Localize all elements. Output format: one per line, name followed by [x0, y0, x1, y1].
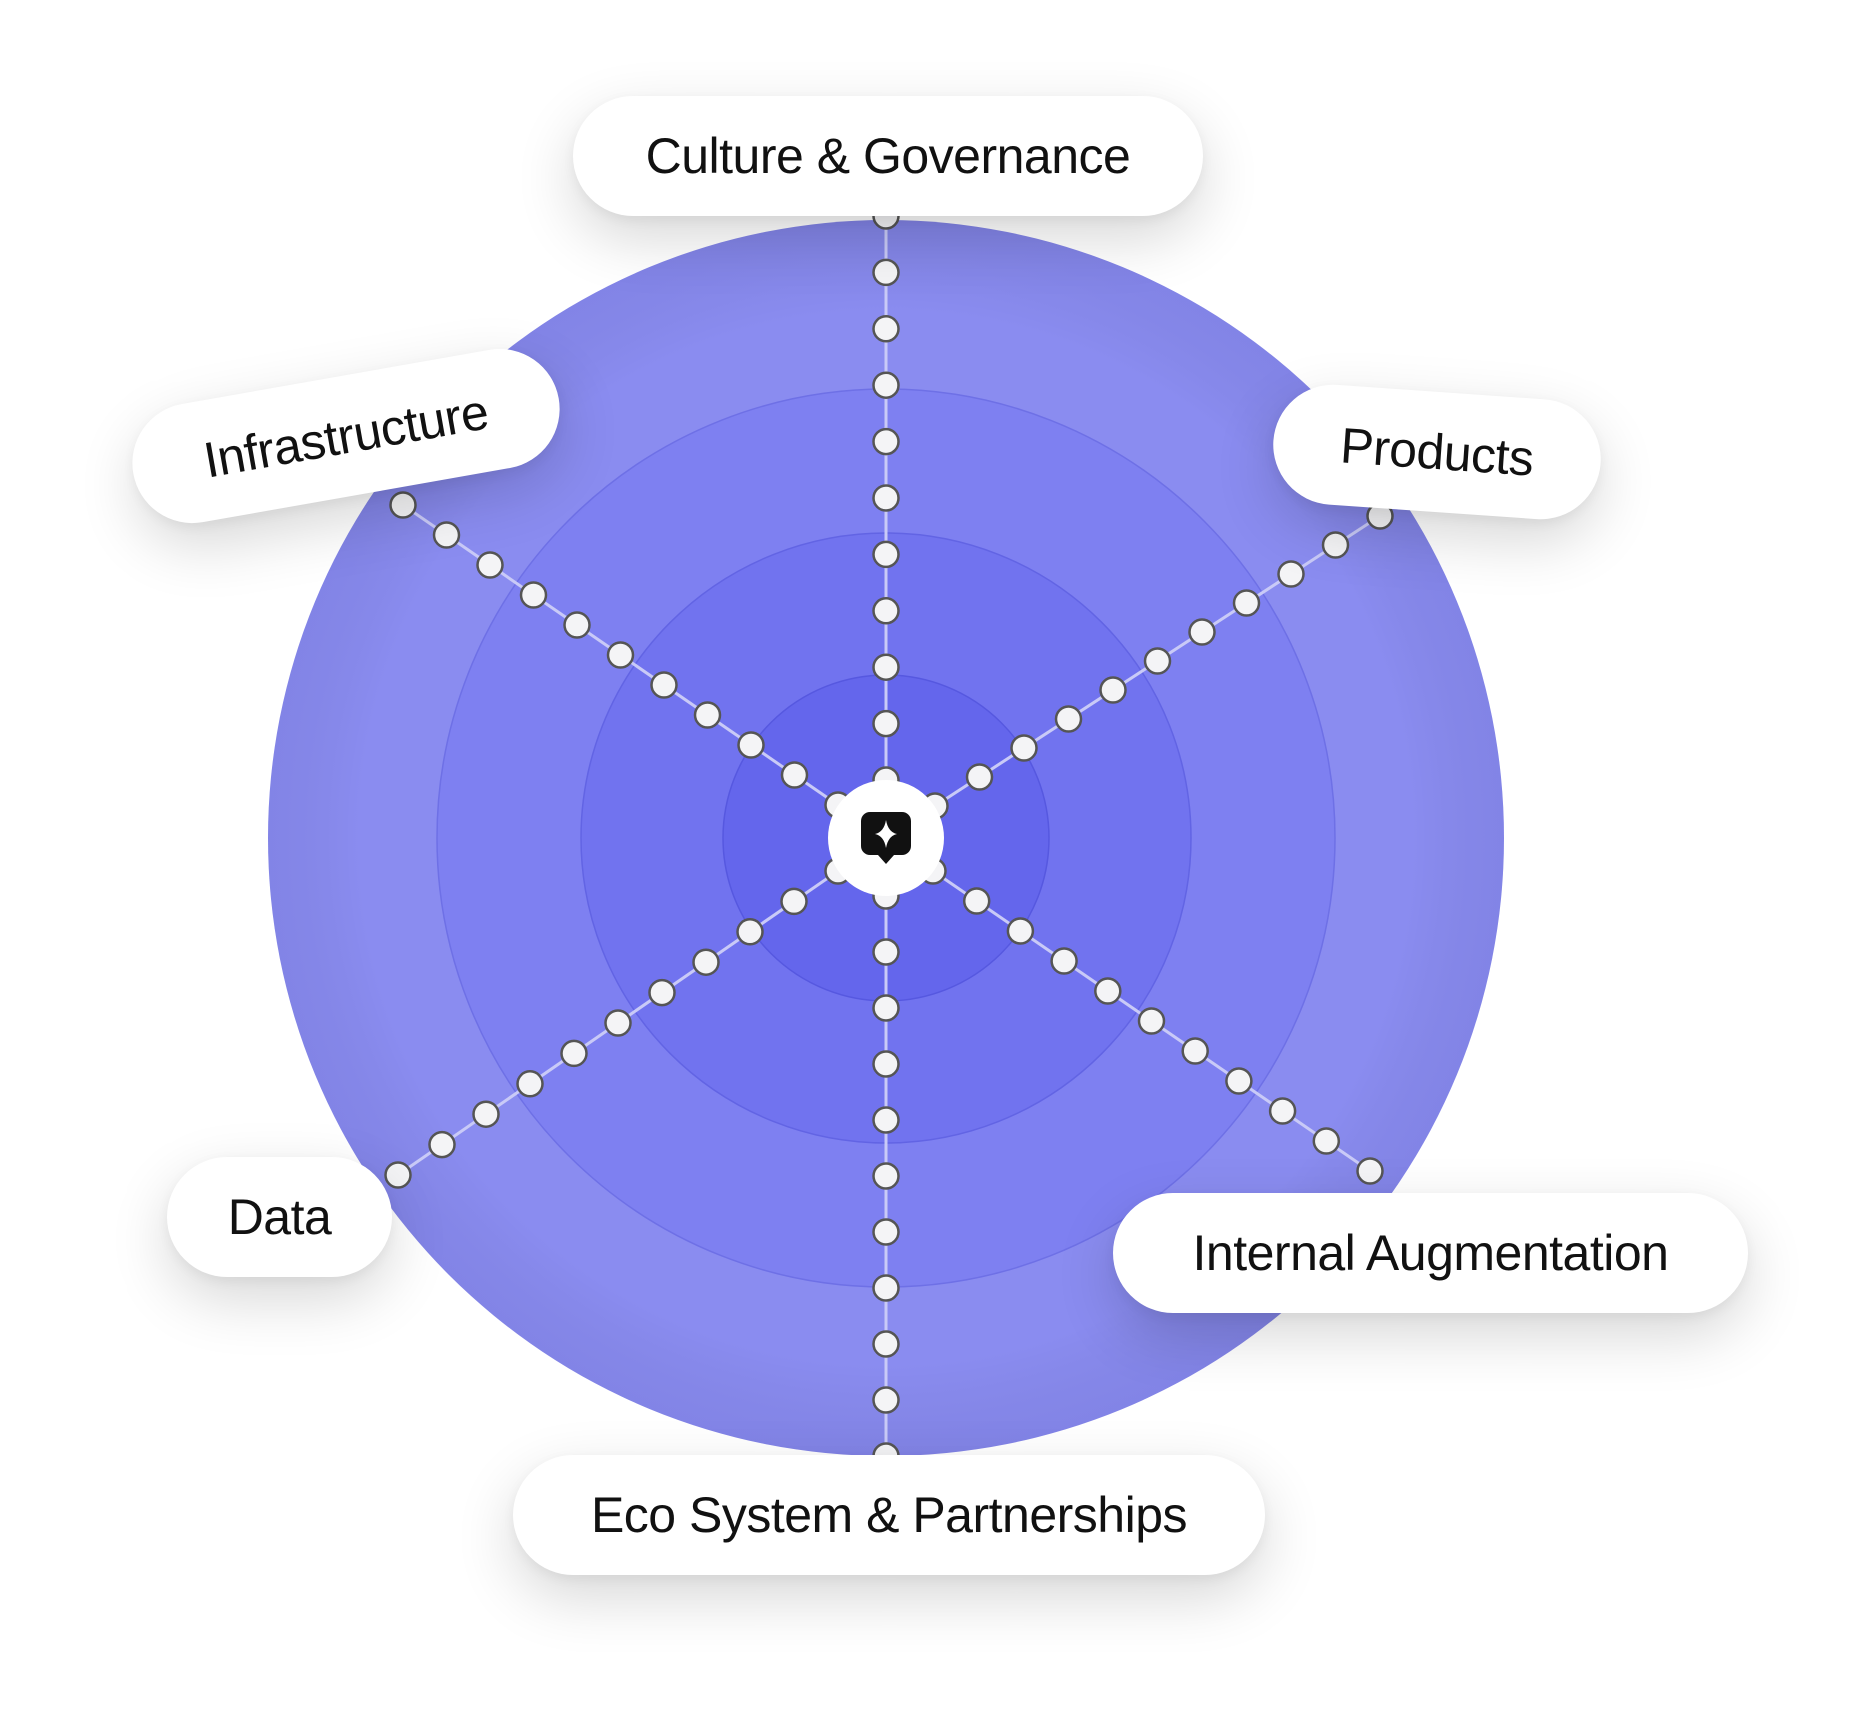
- label-products-text: Products: [1338, 417, 1536, 487]
- label-culture-text: Culture & Governance: [645, 128, 1131, 184]
- spoke-node-culture: [872, 709, 900, 738]
- spoke-node-products: [965, 763, 994, 791]
- spoke-node-internal: [1268, 1097, 1297, 1125]
- spoke-node-data: [560, 1039, 588, 1068]
- spoke-node-eco: [872, 1106, 900, 1134]
- spoke-node-infrastructure: [476, 551, 504, 579]
- spoke-node-eco: [872, 938, 900, 966]
- spoke-node-products: [1232, 589, 1261, 617]
- spoke-node-infrastructure: [432, 521, 461, 549]
- spoke-node-eco: [872, 1050, 900, 1078]
- label-data-text: Data: [227, 1189, 332, 1245]
- spoke-node-data: [516, 1070, 544, 1098]
- sparkle-chat-icon: [861, 812, 911, 864]
- label-internal-text: Internal Augmentation: [1192, 1225, 1669, 1281]
- spoke-node-infrastructure: [693, 701, 722, 729]
- spoke-node-culture: [872, 258, 900, 287]
- spoke-node-internal: [1225, 1067, 1253, 1095]
- spoke-node-products: [1143, 647, 1172, 675]
- spoke-node-eco: [872, 1274, 900, 1302]
- label-products[interactable]: Products: [1269, 380, 1605, 524]
- spoke-node-data: [692, 948, 720, 976]
- spoke-node-culture: [872, 371, 900, 399]
- spoke-node-internal: [1181, 1037, 1209, 1065]
- spoke-node-products: [1321, 531, 1350, 559]
- spoke-node-products: [1277, 560, 1305, 588]
- label-eco-text: Eco System & Partnerships: [590, 1487, 1188, 1543]
- spoke-node-data: [604, 1009, 632, 1037]
- center-hub[interactable]: [828, 780, 944, 896]
- spoke-node-products: [1099, 676, 1127, 704]
- spoke-node-eco: [872, 1218, 900, 1246]
- spoke-node-internal: [1006, 917, 1035, 945]
- spoke-node-infrastructure: [519, 581, 548, 609]
- spoke-node-infrastructure: [563, 611, 591, 639]
- spoke-node-infrastructure: [650, 671, 678, 699]
- spoke-node-data: [428, 1130, 456, 1159]
- spoke-node-data: [648, 978, 676, 1007]
- spoke-node-products: [1188, 618, 1216, 646]
- spoke-node-internal: [1356, 1157, 1384, 1185]
- spoke-node-infrastructure: [737, 731, 765, 759]
- label-culture-governance[interactable]: Culture & Governance: [573, 96, 1203, 216]
- spoke-node-eco: [872, 1330, 900, 1358]
- spoke-node-products: [1010, 734, 1038, 762]
- spoke-node-culture: [872, 653, 900, 681]
- spoke-node-infrastructure: [389, 491, 417, 519]
- label-infrastructure-text: Infrastructure: [199, 383, 493, 489]
- spoke-node-eco: [872, 994, 900, 1022]
- spoke-node-eco: [872, 1386, 900, 1414]
- spoke-node-products: [1054, 705, 1083, 733]
- spoke-node-internal: [962, 887, 991, 915]
- spoke-node-data: [472, 1100, 500, 1128]
- spoke-node-infrastructure: [606, 641, 635, 669]
- label-internal-augmentation[interactable]: Internal Augmentation: [1113, 1193, 1748, 1313]
- spoke-node-internal: [1137, 1007, 1166, 1035]
- spoke-node-eco: [872, 1162, 900, 1190]
- label-data[interactable]: Data: [167, 1157, 392, 1277]
- spoke-node-internal: [1312, 1127, 1341, 1155]
- spoke-node-culture: [872, 484, 900, 512]
- spoke-node-internal: [1050, 947, 1078, 975]
- spoke-node-culture: [872, 315, 900, 343]
- spoke-node-data: [736, 918, 764, 946]
- label-eco-system-partnerships[interactable]: Eco System & Partnerships: [513, 1455, 1265, 1575]
- spoke-node-data: [780, 887, 808, 916]
- spoke-node-infrastructure: [780, 761, 809, 789]
- spoke-node-data: [384, 1161, 412, 1189]
- spoke-node-internal: [1094, 977, 1122, 1005]
- spoke-node-culture: [872, 540, 900, 569]
- spoke-node-culture: [872, 597, 900, 625]
- spoke-node-culture: [872, 427, 900, 456]
